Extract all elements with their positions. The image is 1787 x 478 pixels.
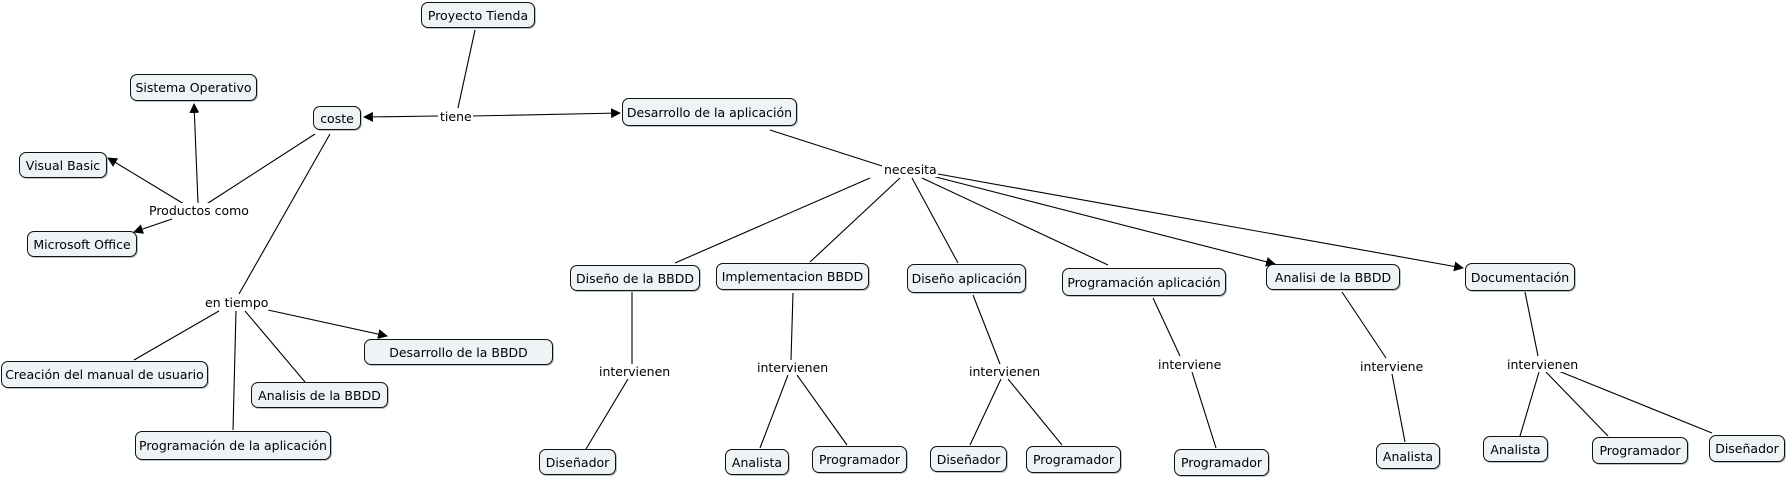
node-microsoft-office[interactable]: Microsoft Office (27, 231, 137, 257)
link-interviene-programador-3 (1191, 371, 1217, 449)
node-visual-basic[interactable]: Visual Basic (19, 152, 107, 178)
link-necesita-analisi (931, 175, 1276, 267)
node-proyecto-tienda[interactable]: Proyecto Tienda (421, 2, 535, 28)
link-productos-office (133, 218, 173, 234)
link-necesita-diseno-bbdd (674, 177, 871, 264)
phrase-necesita: necesita (883, 162, 938, 177)
node-sistema-operativo[interactable]: Sistema Operativo (130, 74, 257, 101)
link-proyecto-tiene (457, 29, 476, 109)
node-diseno-bbdd[interactable]: Diseño de la BBDD (570, 265, 700, 291)
phrase-en-tiempo: en tiempo (204, 295, 270, 310)
node-analista-1[interactable]: Analista (725, 449, 789, 475)
link-diseno-app-intervienen (972, 294, 1001, 365)
phrase-intervienen-4: intervienen (1506, 357, 1580, 372)
phrase-productos-como: Productos como (148, 203, 250, 218)
link-productos-so (189, 103, 200, 204)
node-programador-4[interactable]: Programador (1592, 437, 1688, 464)
link-necesita-programacion (921, 177, 1109, 266)
node-disenador-3[interactable]: Diseñador (1709, 435, 1785, 462)
node-desarrollo-bbdd[interactable]: Desarrollo de la BBDD (364, 339, 553, 365)
node-programador-1[interactable]: Programador (812, 446, 907, 473)
node-analisis-bbdd[interactable]: Analisis de la BBDD (251, 382, 388, 408)
link-coste-productos (204, 133, 316, 206)
node-desarrollo-aplicacion[interactable]: Desarrollo de la aplicación (622, 98, 797, 126)
link-intervienen-analista-1 (759, 374, 789, 449)
link-intervienen-disenador-3 (1555, 369, 1713, 434)
link-programacion-interviene (1152, 297, 1181, 357)
link-analisi-interviene (1341, 291, 1387, 359)
node-analista-2[interactable]: Analista (1376, 443, 1440, 469)
link-necesita-implementacion (809, 177, 901, 263)
link-entiempo-programacion (232, 310, 237, 431)
link-entiempo-manual (133, 310, 220, 361)
node-disenador-2[interactable]: Diseñador (930, 446, 1007, 472)
link-tiene-coste (363, 111, 439, 122)
node-documentacion[interactable]: Documentación (1465, 263, 1575, 291)
node-coste[interactable]: coste (313, 106, 361, 130)
link-interviene-analista-2 (1391, 373, 1406, 443)
node-analista-3[interactable]: Analista (1483, 436, 1548, 462)
link-intervienen-programador-4 (1545, 371, 1609, 437)
node-programador-3[interactable]: Programador (1174, 449, 1269, 476)
link-intervienen-disenador-2 (969, 378, 1002, 446)
link-intervienen-disenador-1 (585, 378, 629, 450)
node-programacion-aplicacion-tiempo[interactable]: Programación de la aplicación (135, 431, 331, 460)
phrase-intervienen-1: intervienen (598, 364, 672, 379)
link-entiempo-desarrollo-bbdd (267, 309, 388, 339)
link-desarrollo-necesita (769, 129, 883, 167)
node-creacion-manual[interactable]: Creación del manual de usuario (1, 361, 208, 388)
phrase-interviene-1: interviene (1157, 357, 1223, 372)
link-productos-vb (107, 157, 185, 205)
phrase-interviene-2: interviene (1359, 359, 1425, 374)
link-coste-entiempo (238, 133, 331, 295)
node-implementacion-bbdd[interactable]: Implementacion BBDD (716, 263, 869, 290)
node-programacion-aplicacion[interactable]: Programación aplicación (1062, 268, 1226, 296)
node-disenador-1[interactable]: Diseñador (539, 449, 616, 475)
node-analisi-bbdd[interactable]: Analisi de la BBDD (1266, 264, 1400, 290)
link-intervienen-programador-2 (1007, 378, 1063, 446)
node-programador-2[interactable]: Programador (1026, 446, 1121, 473)
link-intervienen-analista-3 (1519, 371, 1540, 437)
link-intervienen-programador-1 (796, 374, 848, 446)
phrase-intervienen-2: intervienen (756, 360, 830, 375)
link-implementacion-intervienen (790, 292, 794, 361)
link-documentacion-intervienen (1524, 291, 1539, 357)
link-tiene-desarrollo (471, 108, 621, 119)
node-diseno-aplicacion[interactable]: Diseño aplicación (907, 264, 1026, 293)
phrase-intervienen-3: intervienen (968, 364, 1042, 379)
link-entiempo-analisis (244, 310, 306, 383)
phrase-tiene: tiene (439, 109, 473, 124)
link-necesita-diseno-app (911, 177, 959, 264)
link-necesita-documentacion (937, 173, 1464, 272)
